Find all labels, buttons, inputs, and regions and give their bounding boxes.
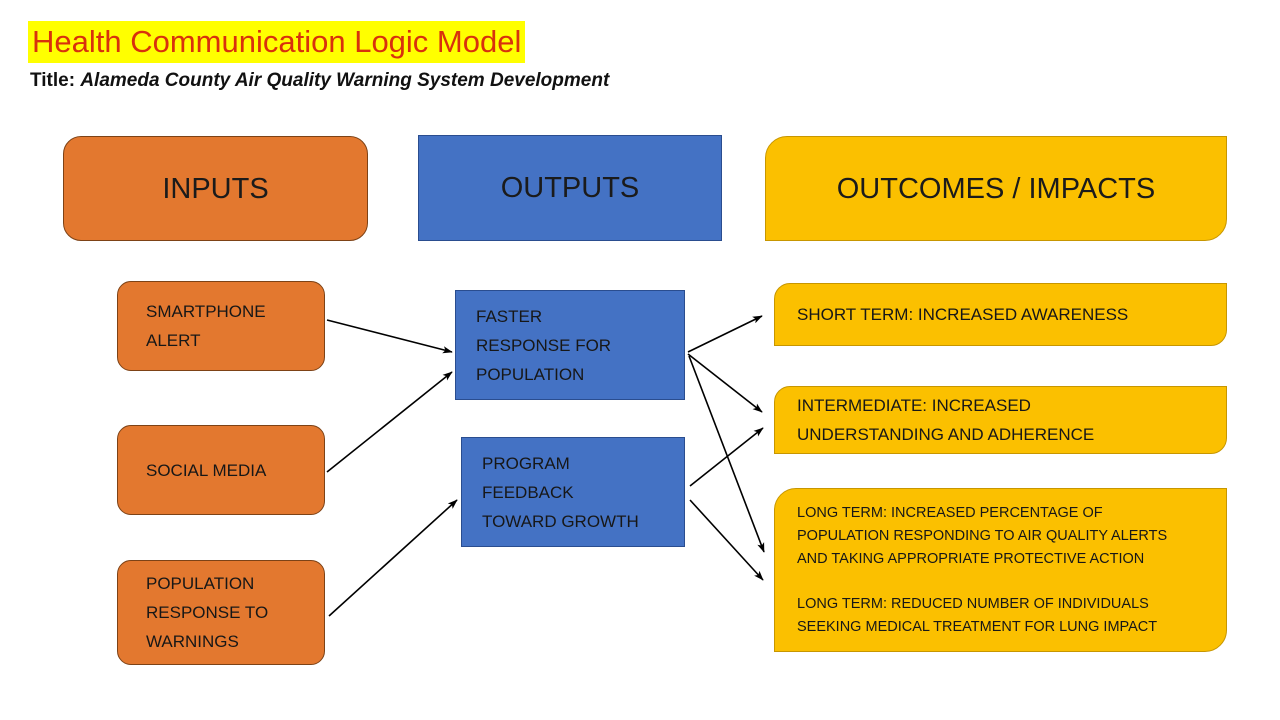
input-box-population-response-text: POPULATION RESPONSE TO WARNINGS (118, 569, 324, 656)
subtitle-label: Title: (30, 70, 76, 91)
arrow-faster-response-to-long-term (688, 355, 765, 553)
text-line: LONG TERM: INCREASED PERCENTAGE OF (797, 504, 1103, 521)
text-line: SHORT TERM: INCREASED AWARENESS (797, 305, 1129, 324)
text-line: WARNINGS (146, 632, 239, 651)
text-line: PROGRAM (482, 453, 570, 473)
subtitle-value: Alameda County Air Quality Warning Syste… (80, 70, 610, 91)
input-box-smartphone-alert[interactable]: SMARTPHONE ALERT (117, 281, 325, 371)
text-line: FEEDBACK (482, 482, 574, 502)
page-title: Health Communication Logic Model (28, 21, 526, 63)
input-box-social-media[interactable]: SOCIAL MEDIA (117, 425, 325, 515)
arrow-program-feedback-to-long-term (689, 499, 764, 581)
text-line: UNDERSTANDING AND ADHERENCE (797, 425, 1095, 444)
arrow-program-feedback-to-intermediate (689, 427, 764, 487)
text-line: INTERMEDIATE: INCREASED (797, 396, 1031, 415)
text-line: ALERT (146, 331, 201, 350)
text-line: POPULATION (476, 364, 585, 384)
arrow-faster-response-to-short-term (687, 315, 763, 353)
paragraph: LONG TERM: REDUCED NUMBER OF INDIVIDUALS… (797, 593, 1226, 639)
column-header-outputs[interactable]: OUTPUTS (418, 135, 722, 241)
paragraph: INTERMEDIATE: INCREASED UNDERSTANDING AN… (797, 391, 1226, 449)
input-box-smartphone-alert-text: SMARTPHONE ALERT (118, 297, 324, 355)
input-box-population-response[interactable]: POPULATION RESPONSE TO WARNINGS (117, 560, 325, 665)
output-box-faster-response-text: FASTER RESPONSE FOR POPULATION (456, 302, 684, 389)
outcome-box-long-term-text: LONG TERM: INCREASED PERCENTAGE OF POPUL… (775, 502, 1226, 639)
arrow-population-to-program-feedback (328, 499, 458, 617)
text-line: SEEKING MEDICAL TREATMENT FOR LUNG IMPAC… (797, 618, 1158, 635)
text-line: SOCIAL MEDIA (146, 460, 267, 480)
text-line: POPULATION (146, 574, 255, 593)
subtitle: Title: Alameda County Air Quality Warnin… (30, 68, 609, 94)
outcome-box-short-term[interactable]: SHORT TERM: INCREASED AWARENESS (774, 283, 1227, 346)
text-line: POPULATION RESPONDING TO AIR QUALITY ALE… (797, 527, 1168, 544)
output-box-program-feedback[interactable]: PROGRAM FEEDBACK TOWARD GROWTH (461, 437, 685, 547)
arrow-social-media-to-faster-response (326, 371, 453, 473)
arrow-smartphone-to-faster-response (326, 319, 453, 354)
column-header-inputs[interactable]: INPUTS (63, 136, 368, 241)
column-header-outcomes[interactable]: OUTCOMES / IMPACTS (765, 136, 1227, 241)
column-header-outcomes-label: OUTCOMES / IMPACTS (836, 172, 1156, 205)
outcome-box-short-term-text: SHORT TERM: INCREASED AWARENESS (775, 300, 1226, 329)
paragraph: SHORT TERM: INCREASED AWARENESS (797, 300, 1226, 329)
outcome-box-long-term[interactable]: LONG TERM: INCREASED PERCENTAGE OF POPUL… (774, 488, 1227, 652)
text-line: FASTER (476, 306, 543, 326)
text-line: RESPONSE TO (146, 603, 269, 622)
text-line: LONG TERM: REDUCED NUMBER OF INDIVIDUALS (797, 595, 1149, 612)
output-box-program-feedback-text: PROGRAM FEEDBACK TOWARD GROWTH (462, 449, 684, 536)
text-line: RESPONSE FOR (476, 335, 612, 355)
outcome-box-intermediate[interactable]: INTERMEDIATE: INCREASED UNDERSTANDING AN… (774, 386, 1227, 454)
arrow-faster-response-to-intermediate (687, 353, 763, 413)
input-box-social-media-text: SOCIAL MEDIA (118, 456, 324, 485)
column-header-inputs-label: INPUTS (162, 172, 269, 205)
column-header-outputs-label: OUTPUTS (500, 172, 640, 204)
text-line: TOWARD GROWTH (482, 511, 639, 531)
text-line: AND TAKING APPROPRIATE PROTECTIVE ACTION (797, 550, 1145, 567)
outcome-box-intermediate-text: INTERMEDIATE: INCREASED UNDERSTANDING AN… (775, 391, 1226, 449)
text-line: SMARTPHONE (146, 302, 266, 321)
paragraph: LONG TERM: INCREASED PERCENTAGE OF POPUL… (797, 502, 1226, 571)
output-box-faster-response[interactable]: FASTER RESPONSE FOR POPULATION (455, 290, 685, 400)
